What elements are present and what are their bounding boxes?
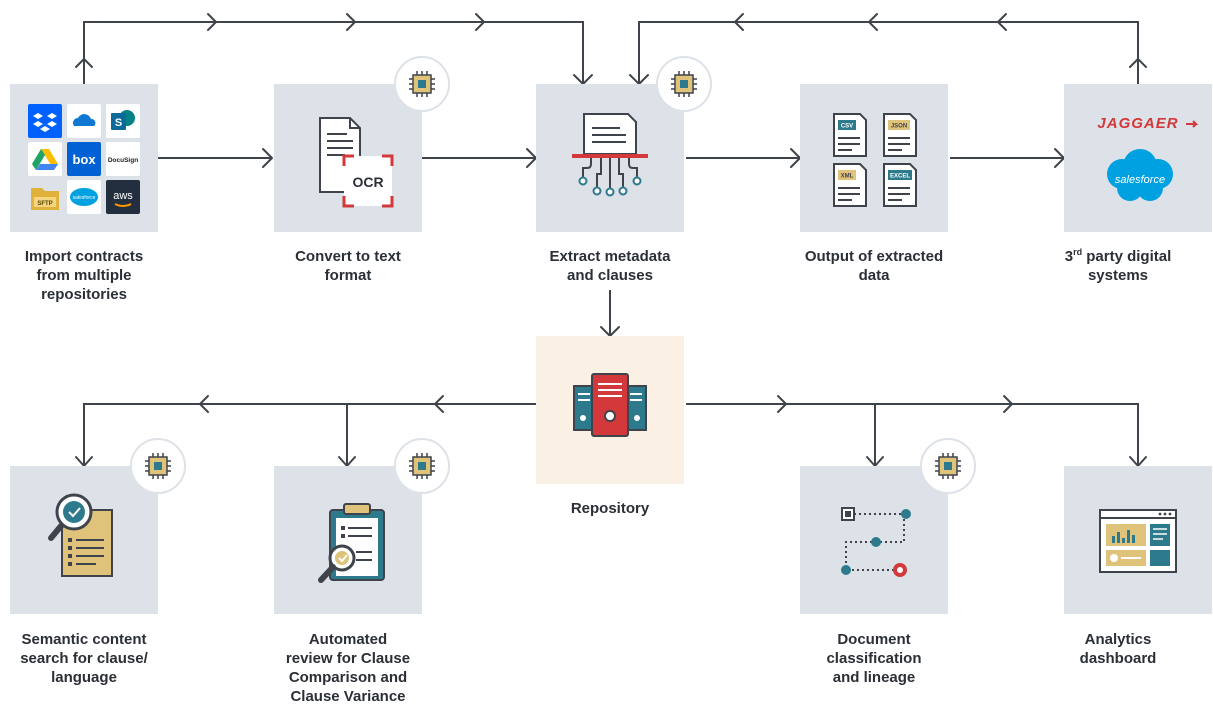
repository-label: Repository (515, 499, 705, 518)
csv-label: CSV (841, 124, 853, 130)
repository-box (536, 336, 684, 484)
repository-server-icon (573, 373, 647, 437)
docusign-icon: DocuSign (106, 142, 140, 176)
extract-metadata-label: Extract metadata and clauses (515, 247, 705, 285)
label-line: dashboard (1079, 650, 1157, 667)
magnifier-checklist-icon (48, 493, 113, 577)
convert-text-label: Convert to text format (253, 247, 443, 285)
dashboard-icon (1099, 509, 1177, 573)
label-line: classification (826, 650, 922, 667)
salesforce-cloud-icon (1107, 149, 1173, 201)
google-drive-icon (28, 142, 62, 176)
ocr-text: OCR (352, 174, 383, 190)
dropbox-icon (28, 104, 62, 138)
label-line: format (324, 267, 372, 284)
label-fragment: party digital (1082, 248, 1172, 265)
output-data-label: Output of extracted data (779, 247, 969, 285)
label-line: Automated (308, 631, 388, 648)
label-line: data (858, 267, 890, 284)
label-line: Analytics (1084, 631, 1152, 648)
label-line: Comparison and (288, 669, 408, 686)
label-fragment: 3 (1064, 248, 1074, 265)
semantic-search-box (10, 466, 158, 614)
label-line: from multiple (36, 267, 132, 284)
document-classification-box (800, 466, 948, 614)
ai-chip-icon (394, 438, 450, 494)
docusign-logo-text: DocuSign (108, 157, 138, 164)
label-line: language (51, 669, 117, 686)
aws-icon: aws (106, 180, 140, 214)
label-line: and clauses (567, 267, 653, 284)
import-contracts-box: S box DocuSign SFTP salesforce aws (10, 84, 158, 232)
superscript: rd (1073, 247, 1083, 257)
ai-chip-icon (394, 56, 450, 112)
ai-chip-icon (130, 438, 186, 494)
label-line: Convert to text (295, 248, 401, 265)
third-party-box: JAGGAER salesforce (1064, 84, 1212, 232)
sftp-folder-icon: SFTP (28, 180, 62, 214)
salesforce-small-icon: salesforce (67, 180, 101, 214)
semantic-search-label: Semantic content search for clause/ lang… (0, 630, 179, 687)
convert-text-box: OCR (274, 84, 422, 232)
analytics-dashboard-box (1064, 466, 1212, 614)
label-line: review for Clause (285, 650, 411, 667)
svg-text:S: S (115, 117, 122, 129)
label-line: Output of extracted (804, 248, 944, 265)
ai-chip-icon (656, 56, 712, 112)
sharepoint-icon: S (106, 104, 140, 138)
clipboard-review-icon (318, 503, 385, 583)
xml-label: XML (841, 174, 854, 180)
label-line: Semantic content (21, 631, 147, 648)
label-line: Clause Variance (290, 688, 406, 705)
lineage-flow-icon (841, 507, 911, 577)
salesforce-small-text: salesforce (73, 195, 96, 201)
onedrive-icon (67, 104, 101, 138)
extract-metadata-box (536, 84, 684, 232)
automated-review-box (274, 466, 422, 614)
box-logo-text: box (72, 152, 96, 167)
extract-scan-icon (572, 113, 648, 197)
analytics-dashboard-label: Analytics dashboard (1023, 630, 1213, 668)
ai-chip-icon (920, 438, 976, 494)
jaggaer-logo: JAGGAER (1097, 115, 1178, 132)
label-line: Extract metadata (549, 248, 671, 265)
aws-logo-text: aws (113, 190, 133, 202)
label-line: 3rd party digital (1023, 247, 1213, 266)
automated-review-label: Automated review for Clause Comparison a… (253, 630, 443, 706)
third-party-label: 3rd party digital systems (1023, 247, 1213, 285)
label-line: search for clause/ (20, 650, 148, 667)
json-label: JSON (891, 124, 907, 130)
excel-label: EXCEL (890, 174, 910, 180)
output-data-box: CSV JSON XML EXCEL (800, 84, 948, 232)
import-contracts-label: Import contracts from multiple repositor… (0, 247, 179, 304)
file-formats-icon: CSV JSON XML EXCEL (833, 113, 917, 207)
label-line: Import contracts (24, 248, 144, 265)
label-line: Document (837, 631, 911, 648)
label-line: systems (1087, 267, 1149, 284)
salesforce-logo-text: salesforce (1115, 174, 1165, 186)
label-line: Repository (570, 500, 650, 517)
document-classification-label: Document classification and lineage (779, 630, 969, 687)
label-line: repositories (41, 286, 127, 303)
sftp-label: SFTP (37, 201, 52, 207)
box-icon: box (67, 142, 101, 176)
label-line: and lineage (832, 669, 916, 686)
